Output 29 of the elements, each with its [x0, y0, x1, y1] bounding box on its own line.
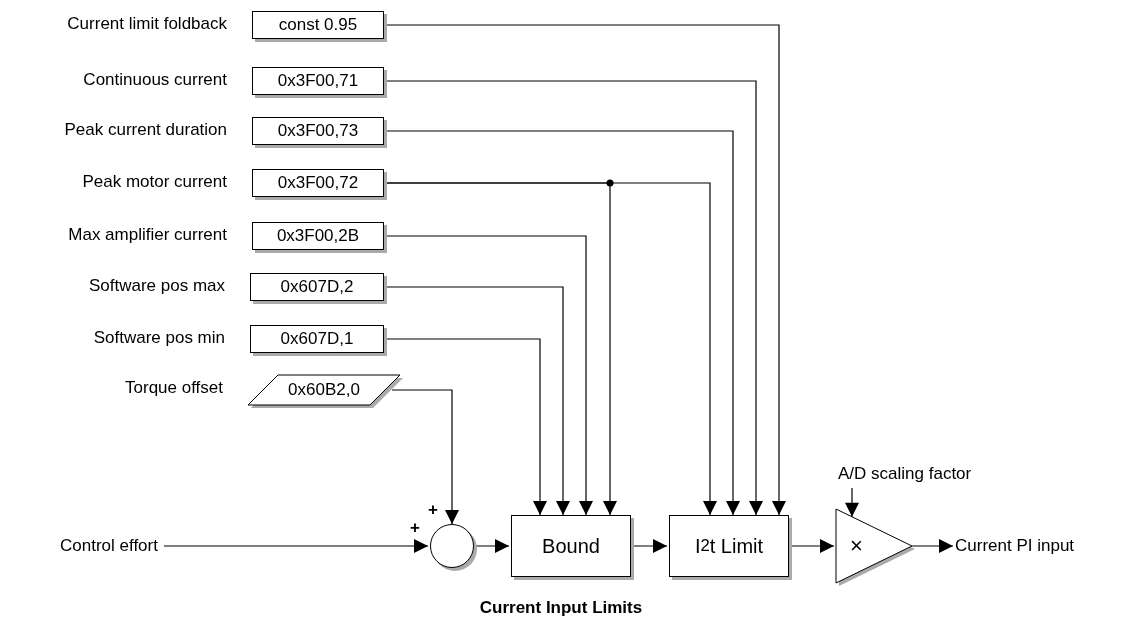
value-text: 0x60B2,0 [288, 380, 360, 400]
parameter-box: 0x3F00,2B [252, 222, 384, 250]
parameter-box: 0x3F00,73 [252, 117, 384, 145]
arrow [911, 539, 954, 553]
parameter-name: Peak motor current [82, 172, 227, 192]
sign-label: + [428, 500, 438, 520]
parameter-name: Max amplifier current [68, 225, 227, 245]
parameter-box: 0x3F00,71 [252, 67, 384, 95]
parameter-box: 0x607D,2 [250, 273, 384, 301]
arrow [391, 389, 459, 525]
arrow [163, 539, 429, 553]
parameter-box: 0x3F00,72 [252, 169, 384, 197]
signal-label: Current PI input [955, 534, 1075, 558]
parameter-name: Torque offset [125, 378, 223, 398]
multiply-symbol: × [850, 533, 863, 559]
signal-label: A/D scaling factor [838, 462, 972, 486]
parameter-box: const 0.95 [252, 11, 384, 39]
caption: Current Input Limits [478, 598, 644, 618]
bound-block: Bound [511, 515, 631, 577]
sign-label: + [410, 518, 420, 538]
summing-junction [430, 524, 474, 568]
parameter-name: Software pos min [93, 328, 225, 348]
parameter-name: Current limit foldback [67, 14, 227, 34]
parameter-name: Software pos max [88, 276, 225, 296]
signal-label: Control effort [60, 534, 158, 558]
parameter-name: Continuous current [83, 70, 227, 90]
parameter-box: 0x607D,1 [250, 325, 384, 353]
arrow [845, 487, 859, 518]
parameter-name: Peak current duration [64, 120, 227, 140]
